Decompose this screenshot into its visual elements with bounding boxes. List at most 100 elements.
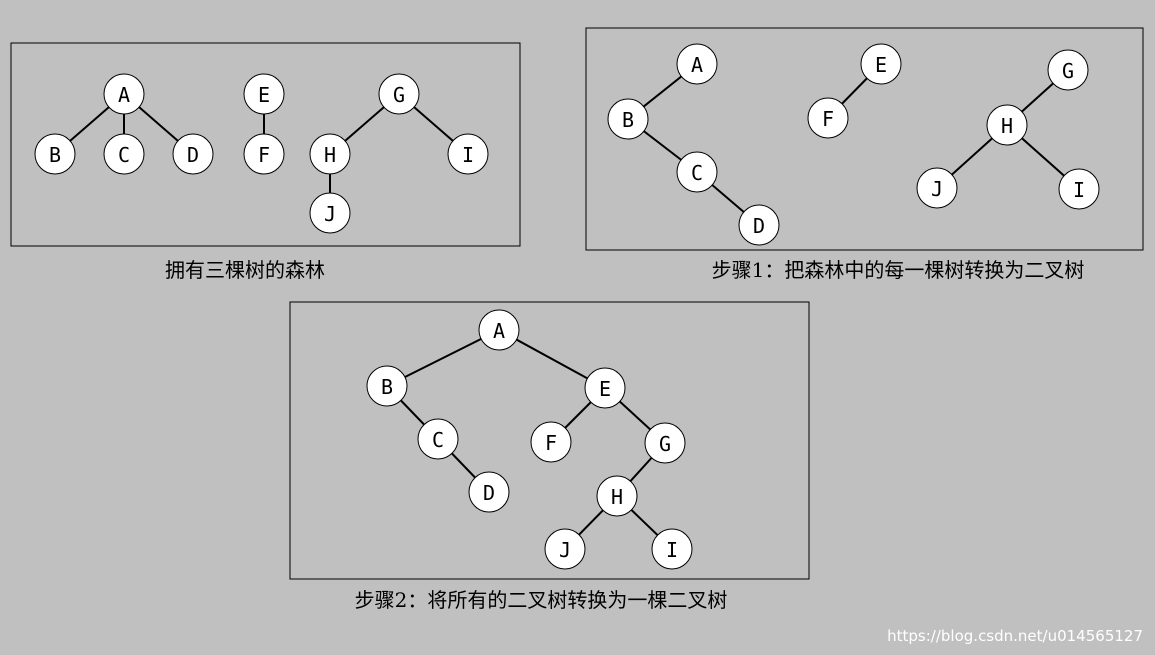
forest-node-label-H: H: [324, 143, 336, 167]
forest-node-D: D: [172, 133, 214, 175]
step2-node-circle-E: [584, 367, 626, 409]
forest-panel: [10, 42, 521, 247]
step1-node-circle-I: [1058, 168, 1100, 210]
forest-node-circle-E: [243, 73, 285, 115]
step2-node-circle-H: [596, 475, 638, 517]
step1-node-circle-D: [738, 204, 780, 246]
step2-node-circle-G: [644, 422, 686, 464]
step1-node-C: C: [676, 151, 718, 193]
forest-node-C: C: [103, 133, 145, 175]
step2-node-label-E: E: [599, 377, 611, 401]
step2-node-circle-C: [417, 418, 459, 460]
step1-node-B: B: [607, 98, 649, 140]
forest-node-circle-J: [309, 192, 351, 234]
forest-node-A: A: [103, 73, 145, 115]
step1-node-G: G: [1047, 49, 1089, 91]
forest-node-circle-I: [447, 133, 489, 175]
step1-node-A: A: [676, 43, 718, 85]
step2-node-label-D: D: [483, 481, 495, 505]
step2-node-label-H: H: [611, 485, 623, 509]
step1-node-circle-F: [807, 97, 849, 139]
step2-node-C: C: [417, 418, 459, 460]
forest-node-circle-C: [103, 133, 145, 175]
forest-node-label-I: I: [462, 143, 474, 167]
step1-node-label-I: I: [1073, 178, 1085, 202]
step2-edge-A-B: [386, 329, 500, 387]
step2-node-label-A: A: [493, 319, 505, 343]
step1-node-E: E: [860, 43, 902, 85]
step2-node-J: J: [544, 528, 586, 570]
forest-node-I: I: [447, 133, 489, 175]
step1-node-label-C: C: [691, 161, 703, 185]
step1-node-I: I: [1058, 168, 1100, 210]
forest-node-circle-F: [243, 133, 285, 175]
forest-node-label-A: A: [118, 83, 130, 107]
step1-node-J: J: [916, 167, 958, 209]
edges-layer: [54, 63, 1080, 550]
step2-node-label-J: J: [559, 538, 571, 562]
step1-node-circle-B: [607, 98, 649, 140]
step1-node-label-A: A: [691, 53, 703, 77]
step2-node-E: E: [584, 367, 626, 409]
forest-node-H: H: [309, 133, 351, 175]
step1-panel: [585, 27, 1144, 251]
step2-node-A: A: [478, 309, 520, 351]
forest-node-label-E: E: [258, 83, 270, 107]
step1-node-circle-G: [1047, 49, 1089, 91]
step2-node-F: F: [530, 421, 572, 463]
step1-node-circle-H: [986, 104, 1028, 146]
step1-node-circle-J: [916, 167, 958, 209]
forest-node-label-J: J: [324, 202, 336, 226]
forest-node-circle-D: [172, 133, 214, 175]
step2-node-circle-A: [478, 309, 520, 351]
step1-node-circle-E: [860, 43, 902, 85]
forest-node-label-D: D: [187, 143, 199, 167]
forest-node-G: G: [378, 73, 420, 115]
step2-node-circle-I: [651, 528, 693, 570]
forest-node-label-G: G: [393, 83, 405, 107]
forest-node-label-C: C: [118, 143, 130, 167]
step1-node-label-E: E: [875, 53, 887, 77]
forest-node-circle-G: [378, 73, 420, 115]
step2-caption: 步骤2：将所有的二叉树转换为一棵二叉树: [355, 588, 728, 612]
forest-node-F: F: [243, 133, 285, 175]
step1-node-label-J: J: [931, 177, 943, 201]
step2-node-I: I: [651, 528, 693, 570]
step1-node-label-D: D: [753, 214, 765, 238]
forest-node-label-F: F: [258, 143, 270, 167]
step1-node-D: D: [738, 204, 780, 246]
step1-node-label-F: F: [822, 107, 834, 131]
step2-node-circle-J: [544, 528, 586, 570]
step1-node-label-H: H: [1001, 114, 1013, 138]
step1-node-H: H: [986, 104, 1028, 146]
step2-node-H: H: [596, 475, 638, 517]
step2-node-D: D: [468, 471, 510, 513]
forest-node-label-B: B: [49, 143, 61, 167]
step2-node-G: G: [644, 422, 686, 464]
forest-node-circle-B: [34, 133, 76, 175]
step1-caption: 步骤1：把森林中的每一棵树转换为二叉树: [712, 258, 1085, 282]
step2-node-label-I: I: [666, 538, 678, 562]
step1-node-label-G: G: [1062, 59, 1074, 83]
forest-node-J: J: [309, 192, 351, 234]
forest-caption: 拥有三棵树的森林: [165, 258, 325, 282]
forest-node-E: E: [243, 73, 285, 115]
step1-node-circle-A: [676, 43, 718, 85]
step1-node-circle-C: [676, 151, 718, 193]
step2-node-label-C: C: [432, 428, 444, 452]
step2-node-circle-F: [530, 421, 572, 463]
step2-node-circle-B: [366, 365, 408, 407]
step2-node-label-F: F: [545, 431, 557, 455]
forest-node-circle-H: [309, 133, 351, 175]
step1-node-F: F: [807, 97, 849, 139]
step2-panel: [289, 301, 810, 580]
step1-node-label-B: B: [622, 108, 634, 132]
step2-node-B: B: [366, 365, 408, 407]
step2-node-label-G: G: [659, 432, 671, 456]
step2-node-circle-D: [468, 471, 510, 513]
forest-node-circle-A: [103, 73, 145, 115]
forest-node-B: B: [34, 133, 76, 175]
watermark: https://blog.csdn.net/u014565127: [887, 627, 1143, 645]
